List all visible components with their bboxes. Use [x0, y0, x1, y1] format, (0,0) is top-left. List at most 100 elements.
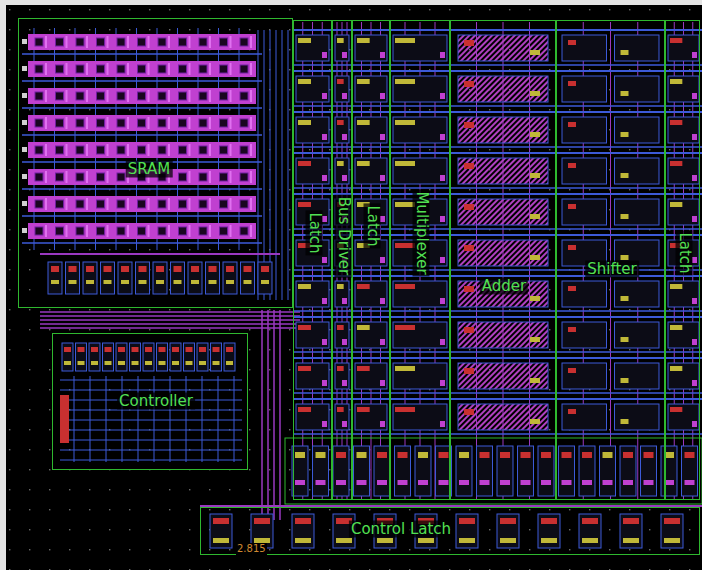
sram-cell — [240, 173, 248, 181]
word-line — [22, 134, 262, 136]
shifter-cell — [615, 281, 660, 307]
sram-contact — [66, 117, 68, 129]
poly-bit — [337, 38, 344, 43]
sram-cell — [56, 227, 64, 235]
row-wire — [293, 228, 702, 230]
shifter-cell — [562, 158, 607, 184]
sram-cell — [56, 173, 64, 181]
datapath-cell — [355, 322, 387, 348]
poly-bit — [298, 79, 311, 84]
sram-cell — [240, 65, 248, 73]
contact — [380, 52, 385, 58]
sram-cell — [97, 146, 105, 154]
poly-bit — [582, 452, 592, 458]
sram-cell — [76, 227, 84, 235]
layout-block: SRAM — [18, 18, 293, 308]
datapath-cell — [335, 35, 349, 61]
ctrl-wire — [60, 420, 242, 421]
contact — [380, 421, 385, 427]
contact — [440, 298, 445, 304]
bus-wire — [279, 310, 281, 520]
sram-contact — [209, 117, 211, 129]
datapath-cell — [296, 363, 329, 389]
sram-contact — [45, 117, 47, 129]
word-line — [22, 107, 262, 109]
block-label: Control Latch — [349, 521, 453, 538]
poly-bit — [295, 452, 305, 458]
sram-contact — [189, 63, 191, 75]
poly-bit — [395, 79, 415, 84]
datapath-cell — [393, 322, 447, 348]
decoder-cell — [48, 262, 62, 294]
datapath-cell — [393, 117, 447, 143]
datapath-cell — [393, 404, 447, 430]
sram-cell — [240, 92, 248, 100]
diff-bit — [69, 280, 77, 284]
shifter-cell — [562, 404, 607, 430]
sram-cell — [117, 92, 125, 100]
contact — [380, 257, 385, 263]
block-label: Latch — [676, 230, 693, 275]
decoder-cell — [258, 262, 272, 294]
contact — [322, 257, 327, 263]
sram-cell — [35, 119, 43, 127]
poly-bit — [261, 266, 269, 272]
datapath-cell — [355, 117, 387, 143]
shifter-cell — [615, 76, 660, 102]
diff-bit — [541, 538, 557, 543]
poly-bit — [121, 266, 129, 272]
diff-bit — [118, 361, 125, 365]
poly-bit — [670, 79, 682, 84]
bottom-cell — [661, 446, 677, 496]
ctrl-cell — [103, 343, 114, 371]
sram-cell — [220, 146, 228, 154]
sram-cell — [199, 92, 207, 100]
poly-bit — [395, 284, 415, 289]
layout-block: Control Latch — [200, 507, 700, 555]
datapath-cell — [668, 35, 699, 61]
datapath-cell — [296, 76, 329, 102]
sram-cell — [158, 227, 166, 235]
poly-bit — [298, 38, 311, 43]
sram-contact — [45, 90, 47, 102]
pin-mark — [22, 39, 27, 44]
diff-bit — [209, 280, 217, 284]
row-wire — [293, 433, 702, 435]
ctrl-cell — [76, 343, 87, 371]
datapath-cell — [296, 158, 329, 184]
poly-bit — [132, 347, 139, 352]
sram-cell — [158, 65, 166, 73]
diff-bit — [530, 91, 540, 96]
contact — [582, 480, 592, 485]
latch-cell — [661, 514, 683, 548]
poly-bit — [395, 407, 415, 412]
poly-bit — [418, 452, 428, 458]
sram-cell — [220, 119, 228, 127]
bottom-cell — [374, 446, 390, 496]
coordinate-readout: 2.815 — [236, 543, 267, 555]
sram-contact — [168, 90, 170, 102]
contact — [357, 480, 367, 485]
bottom-cell — [477, 446, 493, 496]
poly-bit — [51, 266, 59, 272]
adder-cell — [458, 76, 548, 102]
poly-bit — [254, 518, 270, 524]
diff-bit — [105, 361, 112, 365]
sram-cell — [35, 92, 43, 100]
poly-bit — [459, 452, 469, 458]
block-outline — [285, 438, 702, 504]
sram-cell — [138, 227, 146, 235]
sram-row — [28, 196, 256, 212]
contact — [459, 480, 469, 485]
sram-contact — [230, 171, 232, 183]
poly-bit — [357, 120, 370, 125]
sram-contact — [86, 144, 88, 156]
bottom-cell — [538, 446, 554, 496]
sram-contact — [230, 90, 232, 102]
contact — [692, 93, 697, 99]
layout-block: Latch — [293, 20, 332, 500]
sram-contact — [209, 198, 211, 210]
word-line — [22, 188, 262, 190]
diff-bit — [139, 280, 147, 284]
